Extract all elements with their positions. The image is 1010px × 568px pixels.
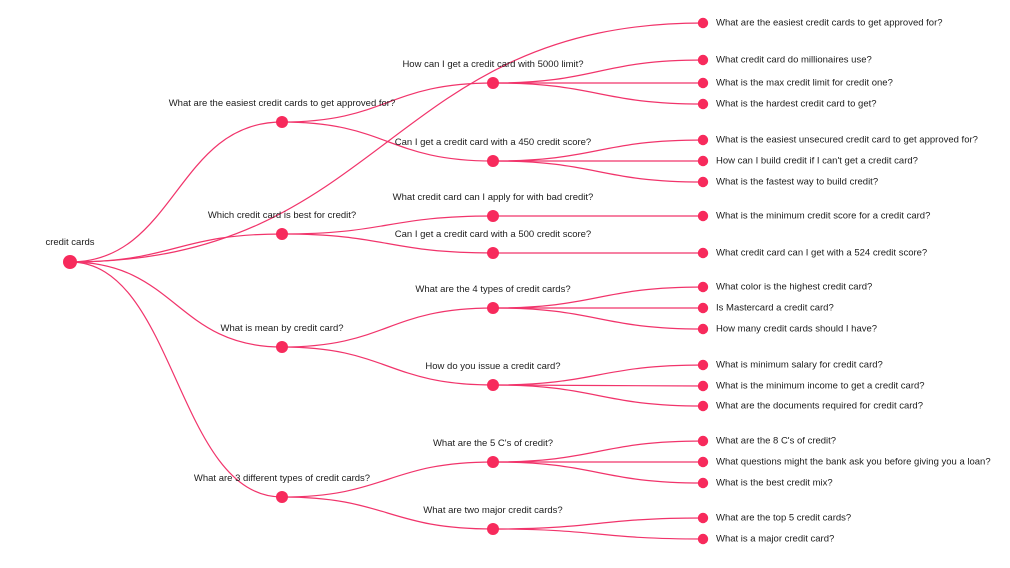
tree-node-label-n3b[interactable]: How do you issue a credit card? [425,361,560,372]
tree-node-label-n4[interactable]: What are 3 different types of credit car… [194,473,370,484]
tree-node-dot-l15[interactable] [697,400,709,412]
tree-node-label-l6[interactable]: How can I build credit if I can't get a … [716,156,918,167]
tree-node-dot-n4[interactable] [276,491,288,503]
tree-node-dot-l10[interactable] [697,281,709,293]
edges-layer [69,22,704,540]
tree-node-label-n2a[interactable]: What credit card can I apply for with ba… [393,192,594,203]
tree-edge [492,384,704,407]
tree-edge [492,517,704,530]
tree-node-label-root[interactable]: credit cards [45,237,94,248]
tree-edge [69,121,283,263]
tree-node-dot-n3[interactable] [276,341,288,353]
tree-node-label-l13[interactable]: What is minimum salary for credit card? [716,360,883,371]
tree-edge [281,82,494,123]
tree-node-label-n2[interactable]: Which credit card is best for credit? [208,210,356,221]
tree-node-label-l11[interactable]: Is Mastercard a credit card? [716,303,834,314]
tree-node-dot-l5[interactable] [697,134,709,146]
tree-node-dot-n2b[interactable] [487,247,499,259]
tree-node-dot-l8[interactable] [697,210,709,222]
tree-node-dot-l4[interactable] [697,98,709,110]
tree-edge [281,233,494,254]
tree-node-label-l19[interactable]: What are the top 5 credit cards? [716,513,851,524]
tree-node-dot-l19[interactable] [697,512,709,524]
tree-node-dot-n2[interactable] [276,228,288,240]
tree-edge [492,286,704,309]
tree-node-label-l20[interactable]: What is a major credit card? [716,534,834,545]
tree-node-label-n3[interactable]: What is mean by credit card? [220,323,343,334]
tree-edge [492,461,704,484]
tree-node-label-n1b[interactable]: Can I get a credit card with a 450 credi… [395,137,591,148]
tree-node-label-l18[interactable]: What is the best credit mix? [716,478,833,489]
tree-edge [281,307,494,348]
tree-node-label-l3[interactable]: What is the max credit limit for credit … [716,78,893,89]
tree-node-dot-n1a[interactable] [487,77,499,89]
tree-node-dot-l7[interactable] [697,176,709,188]
tree-edge [492,384,704,387]
tree-edge [492,160,704,183]
tree-edge [492,440,704,463]
tree-node-label-l9[interactable]: What credit card can I get with a 524 cr… [716,248,927,259]
tree-node-dot-l9[interactable] [697,247,709,259]
tree-node-dot-n3b[interactable] [487,379,499,391]
tree-edge [69,261,283,348]
dots-layer [63,17,709,545]
tree-node-label-l16[interactable]: What are the 8 C's of credit? [716,436,836,447]
tree-node-dot-l14[interactable] [697,380,709,392]
tree-node-dot-l2[interactable] [697,54,709,66]
tree-edge [281,346,494,386]
tree-node-dot-n4b[interactable] [487,523,499,535]
tree-node-label-l12[interactable]: How many credit cards should I have? [716,324,877,335]
tree-node-label-l4[interactable]: What is the hardest credit card to get? [716,99,877,110]
tree-node-dot-n4a[interactable] [487,456,499,468]
tree-node-label-n4a[interactable]: What are the 5 C's of credit? [433,438,553,449]
tree-node-dot-l1[interactable] [697,17,709,29]
tree-node-label-l8[interactable]: What is the minimum credit score for a c… [716,211,930,222]
tree-node-dot-l16[interactable] [697,435,709,447]
tree-node-dot-l12[interactable] [697,323,709,335]
tree-node-label-l7[interactable]: What is the fastest way to build credit? [716,177,878,188]
tree-edge [69,22,704,263]
tree-node-label-n1[interactable]: What are the easiest credit cards to get… [169,98,396,109]
tree-edge [281,461,494,498]
tree-edge [69,261,283,498]
tree-edge [69,233,283,263]
tree-node-dot-n3a[interactable] [487,302,499,314]
tree-edge [492,82,704,105]
tree-node-label-n2b[interactable]: Can I get a credit card with a 500 credi… [395,229,591,240]
tree-edge [492,59,704,84]
tree-edge [492,364,704,386]
tree-node-dot-n1b[interactable] [487,155,499,167]
tree-node-dot-l17[interactable] [697,456,709,468]
labels-layer: credit cards What are the easiest credit … [45,18,990,545]
tree-edge [281,215,494,235]
tree-node-label-n3a[interactable]: What are the 4 types of credit cards? [415,284,570,295]
tree-node-label-l15[interactable]: What are the documents required for cred… [716,401,923,412]
tree-node-label-n1a[interactable]: How can I get a credit card with 5000 li… [402,59,583,70]
tree-node-dot-root[interactable] [63,255,77,269]
tree-edge [281,121,494,162]
tree-node-label-l2[interactable]: What credit card do millionaires use? [716,55,872,66]
tree-node-label-l14[interactable]: What is the minimum income to get a cred… [716,381,925,392]
tree-node-dot-l13[interactable] [697,359,709,371]
tree-edge [281,496,494,530]
tree-edge [492,307,704,330]
tree-node-dot-n2a[interactable] [487,210,499,222]
tree-node-dot-l3[interactable] [697,77,709,89]
tree-node-label-l5[interactable]: What is the easiest unsecured credit car… [716,135,978,146]
tree-node-dot-l11[interactable] [697,302,709,314]
tree-node-dot-n1[interactable] [276,116,288,128]
tree-edge [492,528,704,540]
tree-edge [492,139,704,162]
tree-node-label-l10[interactable]: What color is the highest credit card? [716,282,872,293]
tree-node-dot-l18[interactable] [697,477,709,489]
tree-node-label-l17[interactable]: What questions might the bank ask you be… [716,457,991,468]
tree-node-dot-l20[interactable] [697,533,709,545]
tree-node-dot-l6[interactable] [697,155,709,167]
tree-node-label-n4b[interactable]: What are two major credit cards? [423,505,562,516]
tree-node-label-l1[interactable]: What are the easiest credit cards to get… [716,18,943,29]
